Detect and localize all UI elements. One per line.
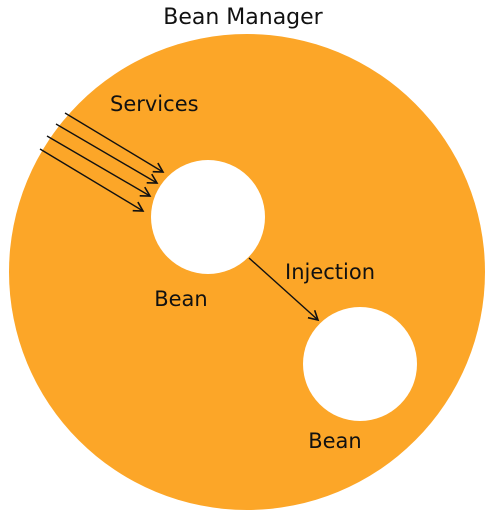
injection-label: Injection <box>285 260 375 284</box>
services-arrow-3 <box>46 135 152 197</box>
bean-manager-container <box>9 34 485 510</box>
services-arrows <box>39 112 165 212</box>
services-label: Services <box>110 92 199 116</box>
services-arrow-4 <box>39 148 145 212</box>
injection-arrow <box>248 257 320 322</box>
bean-label-2: Bean <box>308 429 362 453</box>
bean-circle-2 <box>303 307 417 421</box>
bean-circle-1 <box>151 160 265 274</box>
bean-label-1: Bean <box>154 287 208 311</box>
diagram-title: Bean Manager <box>163 5 323 30</box>
services-arrow-1 <box>64 112 165 173</box>
services-arrow-2 <box>55 123 159 184</box>
